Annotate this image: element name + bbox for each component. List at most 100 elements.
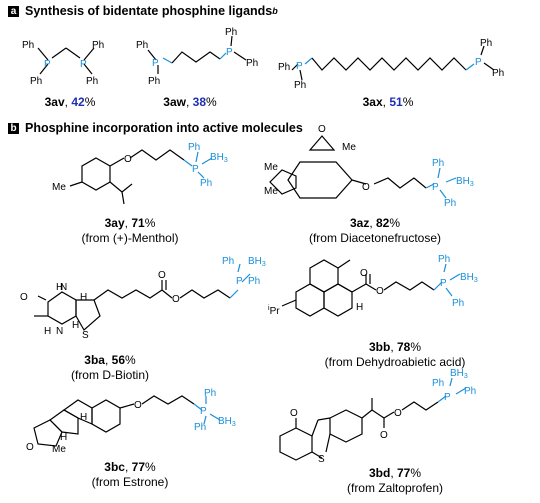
compound-yield: 82 xyxy=(376,216,390,230)
structure-3bc: O Me H H O P Ph BH3 Ph xyxy=(26,388,236,455)
yield-unit: % xyxy=(410,340,422,354)
atom-ph: Ph xyxy=(246,58,258,69)
structure-3ay: O Me P Ph Ph BH3 xyxy=(52,142,228,205)
compound-source: (from Zaltoprofen) xyxy=(346,481,444,495)
compound-source: (from D-Biotin) xyxy=(70,368,149,382)
atom-o: O xyxy=(20,292,28,303)
compound-id: 3bb xyxy=(368,340,391,354)
yield-unit: % xyxy=(402,95,414,109)
atom-ph: Ph xyxy=(225,27,237,38)
yield-unit: % xyxy=(145,460,156,474)
atom-bh3: BH3 xyxy=(460,272,478,284)
atom-ph: Ph xyxy=(30,76,42,87)
atom-h: H xyxy=(56,282,63,293)
caption-3bc: 3bc, 77% (from Estrone) xyxy=(70,460,190,490)
atom-ph: Ph xyxy=(136,40,148,51)
caption-3av: 3av, 42% xyxy=(44,95,96,109)
section-a-title-footnote: b xyxy=(272,6,278,16)
atom-ph: Ph xyxy=(204,388,216,399)
atom-o: O xyxy=(158,270,166,281)
atom-s: S xyxy=(82,330,89,341)
compound-yield: 42 xyxy=(71,95,85,109)
atom-h: H xyxy=(60,432,67,443)
compound-id: 3ay xyxy=(104,216,125,230)
compound-id: 3av xyxy=(44,95,65,109)
structure-3az: O Me Me Me O P Ph Ph BH3 xyxy=(264,124,474,209)
atom-ipr: iPr xyxy=(268,305,280,317)
atom-p: P xyxy=(432,182,439,193)
compound-id: 3ba xyxy=(84,353,105,367)
atom-me: Me xyxy=(264,162,278,173)
compound-id: 3bc xyxy=(104,460,125,474)
atom-ph: Ph xyxy=(148,76,160,87)
structure-3bb: H O O iPr P Ph BH3 Ph xyxy=(268,254,478,317)
compound-yield: 77 xyxy=(396,466,411,480)
atom-n: N xyxy=(60,282,67,293)
atom-ph: Ph xyxy=(492,68,504,79)
yield-unit: % xyxy=(206,95,217,109)
atom-me: Me xyxy=(264,186,278,197)
compound-id: 3bd xyxy=(368,466,391,480)
atom-p: P xyxy=(152,58,159,69)
atom-p: P xyxy=(80,59,87,70)
atom-ph: Ph xyxy=(200,178,212,189)
atom-me: Me xyxy=(52,182,66,193)
caption-3ax: 3ax, 51% xyxy=(362,95,414,109)
atom-o: O xyxy=(360,268,368,279)
yield-unit: % xyxy=(125,353,136,367)
section-a-title: a Synthesis of bidentate phosphine ligan… xyxy=(8,4,278,18)
atom-ph: Ph xyxy=(194,422,206,433)
atom-bh3: BH3 xyxy=(456,176,474,188)
compound-yield: 38 xyxy=(192,95,207,109)
atom-ph: Ph xyxy=(432,378,444,389)
atom-me: Me xyxy=(342,142,356,153)
atom-h: H xyxy=(80,292,87,303)
atom-ph: Ph xyxy=(438,254,450,265)
atom-ph: Ph xyxy=(188,142,200,153)
atom-o: O xyxy=(26,442,34,453)
caption-3ba: 3ba, 56% (from D-Biotin) xyxy=(50,353,170,383)
compound-yield: 56 xyxy=(111,353,126,367)
atom-p: P xyxy=(475,57,482,68)
atom-ph: Ph xyxy=(278,62,290,73)
section-b-title-text: Phosphine incorporation into active mole… xyxy=(25,121,303,135)
yield-unit: % xyxy=(389,216,401,230)
atom-ph: Ph xyxy=(22,40,34,51)
atom-ph: Ph xyxy=(86,76,98,87)
compound-yield: 71 xyxy=(131,216,145,230)
atom-ph: Ph xyxy=(92,40,104,51)
compound-yield: 78 xyxy=(396,340,411,354)
atom-o: O xyxy=(376,286,384,297)
compound-id: 3aw xyxy=(163,95,186,109)
atom-h: H xyxy=(356,302,363,313)
atom-o: O xyxy=(362,182,370,193)
yield-unit: % xyxy=(144,216,156,230)
structure-3ba: H N N H O S H H O O P Ph BH3 Ph xyxy=(20,256,266,341)
atom-s: S xyxy=(318,454,325,465)
atom-ph: Ph xyxy=(294,80,306,91)
atom-h: H xyxy=(44,326,51,337)
atom-p: P xyxy=(192,164,199,175)
atom-o: O xyxy=(394,408,402,419)
atom-o: O xyxy=(290,408,298,419)
structure-3ax: P P Ph Ph Ph Ph xyxy=(278,38,504,91)
section-b-label: b xyxy=(8,122,19,134)
atom-n: N xyxy=(56,326,63,337)
atom-p: P xyxy=(236,276,243,287)
atom-h: H xyxy=(72,320,79,331)
atom-p: P xyxy=(200,406,207,417)
atom-o: O xyxy=(318,124,326,135)
compound-id: 3ax xyxy=(362,95,383,109)
atom-p: P xyxy=(296,61,303,72)
compound-yield: 51 xyxy=(389,95,403,109)
structure-3bd: O S O O P Ph BH3 Ph xyxy=(279,368,476,465)
atom-bh3: BH3 xyxy=(210,152,228,164)
atom-ph: Ph xyxy=(464,386,476,397)
atom-ph: Ph xyxy=(222,256,234,267)
atom-ph: Ph xyxy=(480,38,492,49)
atom-p: P xyxy=(44,59,51,70)
section-b-title: b Phosphine incorporation into active mo… xyxy=(8,121,303,135)
atom-p: P xyxy=(440,278,447,289)
atom-o: O xyxy=(172,294,180,305)
